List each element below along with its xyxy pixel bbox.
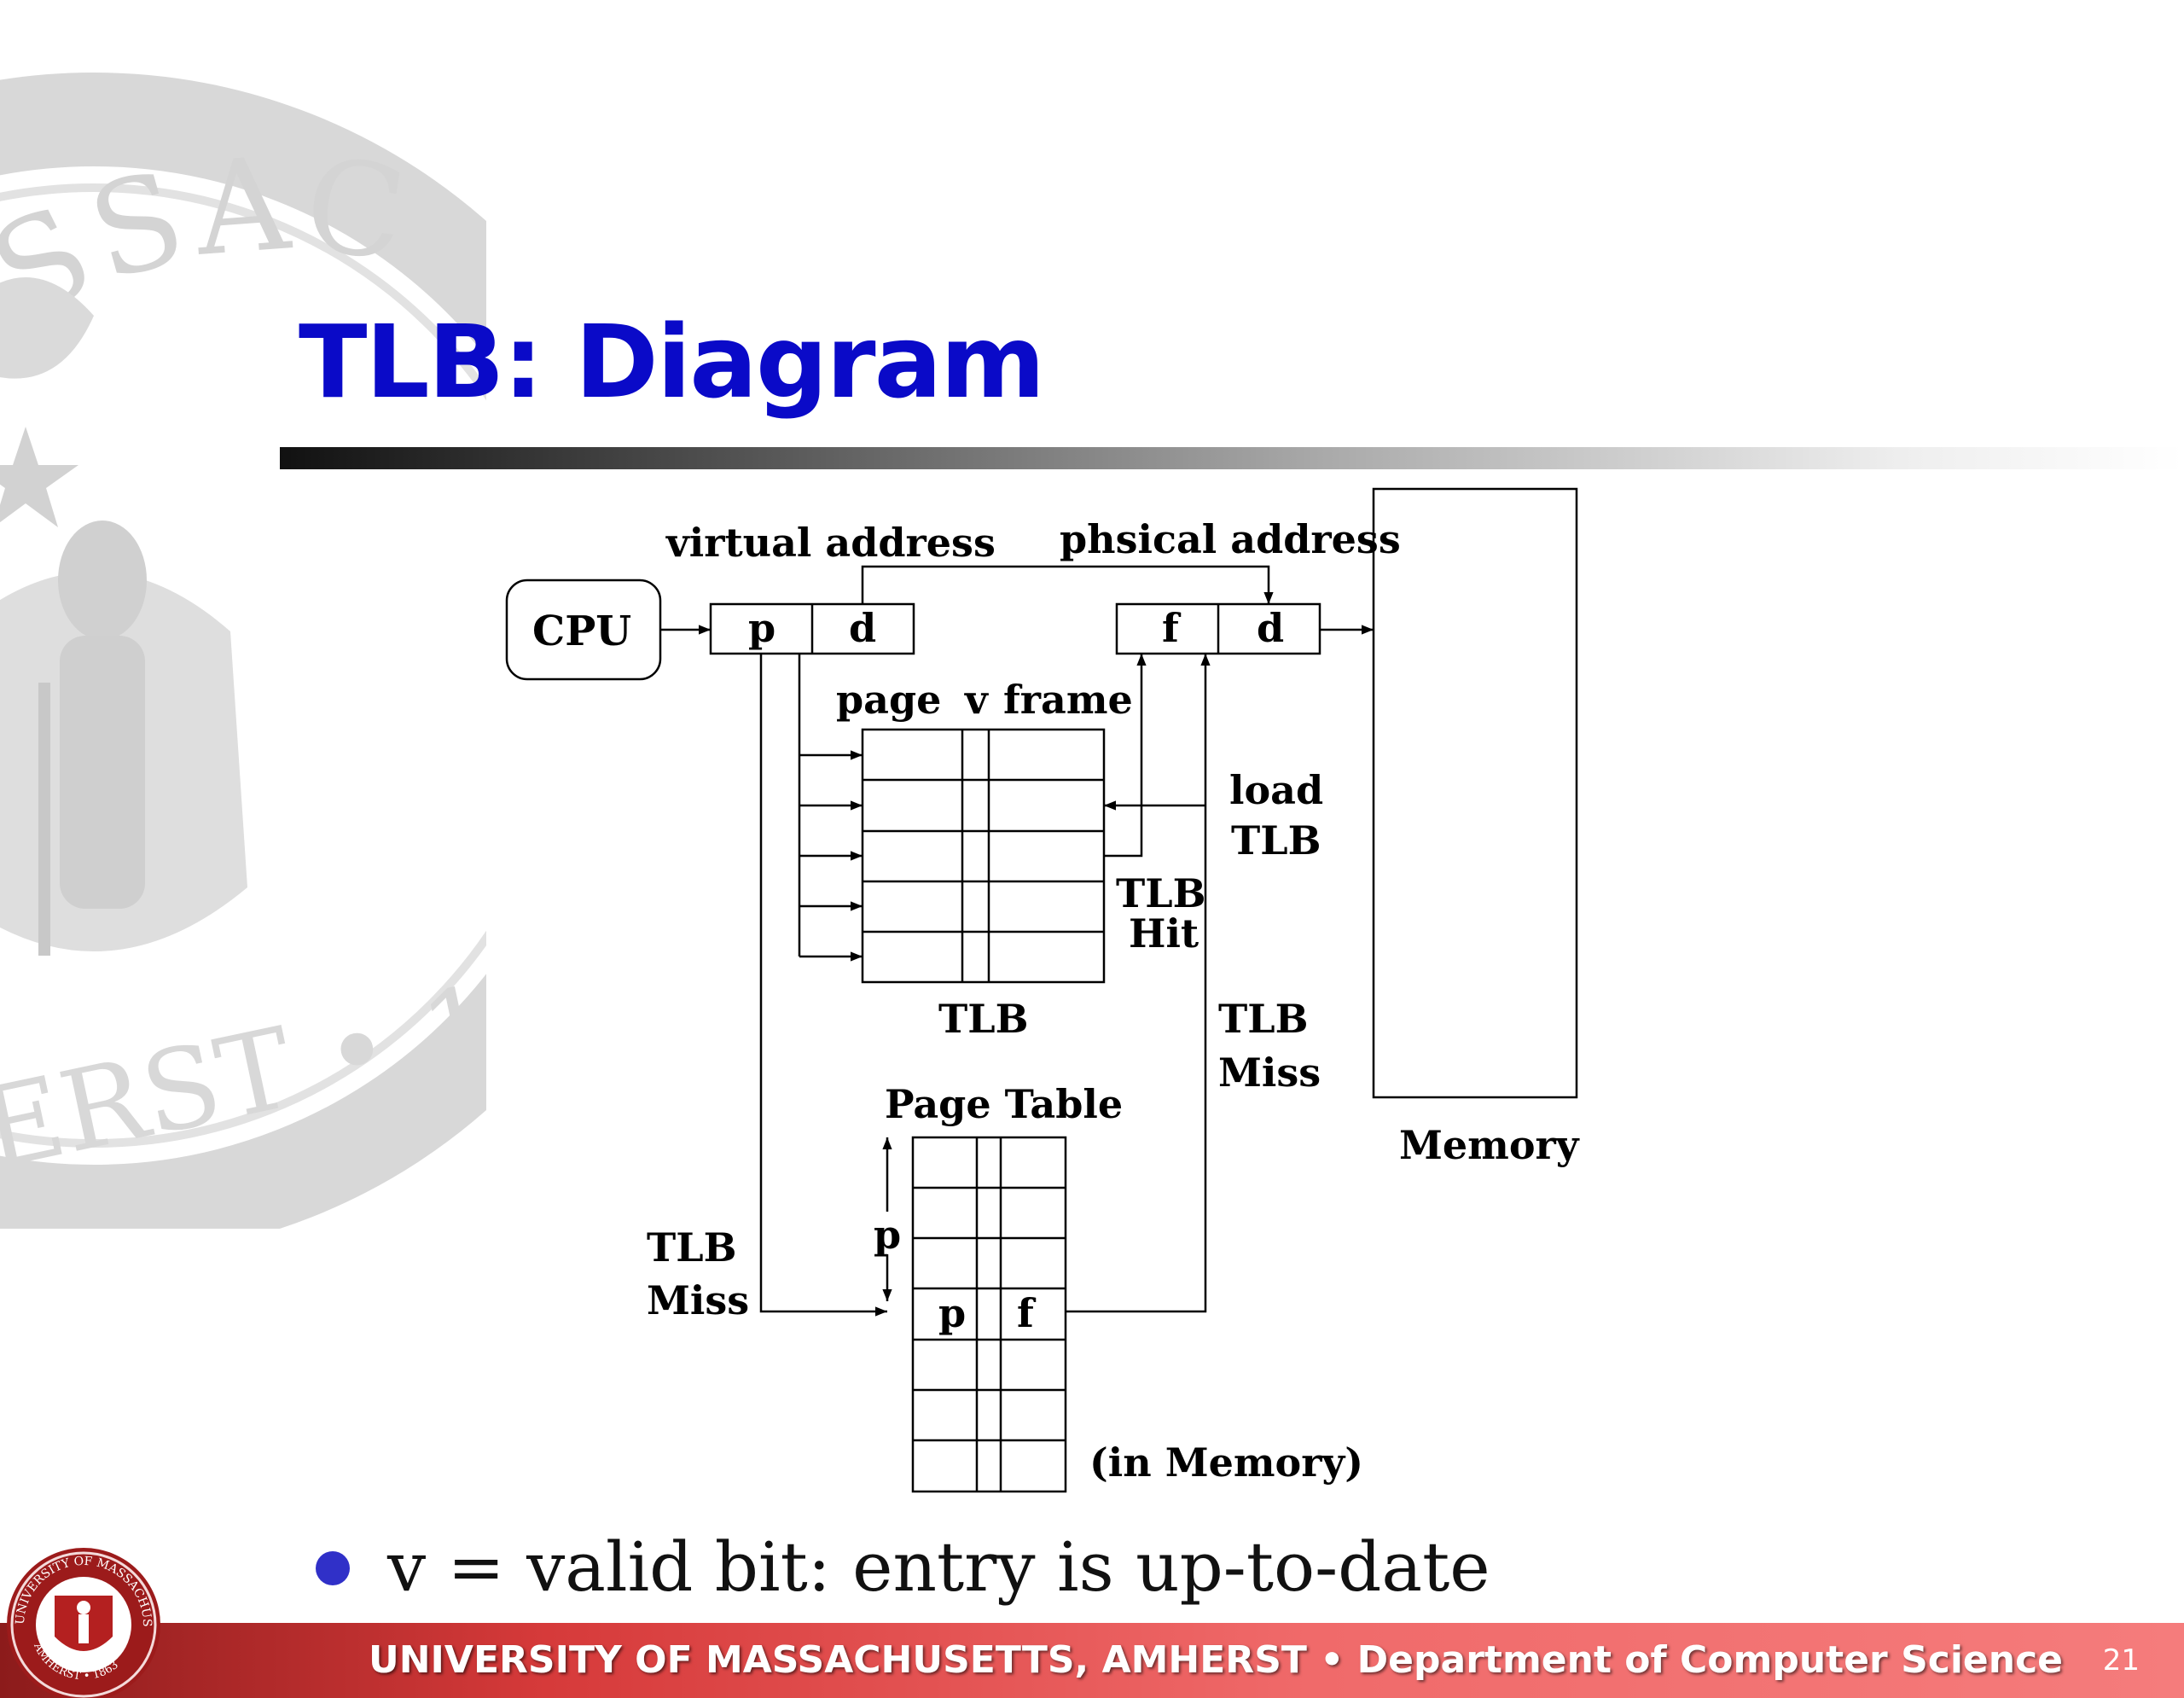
- virtual-address-label: virtual address: [665, 520, 996, 566]
- university-seal-watermark: F MASSAC ERST • 18: [0, 73, 486, 1229]
- tlb-miss-right-2: Miss: [1218, 1050, 1321, 1096]
- tlb-col-page: page: [836, 677, 941, 723]
- in-memory-label: (in Memory): [1089, 1439, 1363, 1486]
- load-tlb-label-2: TLB: [1231, 817, 1321, 864]
- tlb-label: TLB: [938, 996, 1028, 1042]
- pa-f-label: f: [1162, 605, 1182, 651]
- cpu-label: CPU: [532, 608, 631, 655]
- slide-title: TLB: Diagram: [299, 303, 1045, 421]
- page-table-label: Page Table: [885, 1081, 1123, 1127]
- bullet-dot-icon: [316, 1551, 350, 1585]
- memory-box: [1372, 487, 1578, 1099]
- tlb-hit-label-2: Hit: [1129, 910, 1199, 957]
- pa-d-label: d: [1257, 605, 1284, 651]
- page-table: [911, 1136, 1067, 1493]
- tlb-miss-left-1: TLB: [647, 1224, 736, 1271]
- va-d-label: d: [849, 605, 876, 651]
- tlb-col-v: v: [964, 677, 989, 723]
- tlb-hit-label-1: TLB: [1116, 870, 1205, 916]
- tlb-miss-right-1: TLB: [1218, 996, 1308, 1042]
- tlb-miss-left-2: Miss: [647, 1277, 749, 1323]
- page-table-p-label: p: [938, 1290, 966, 1336]
- tlb-table: [861, 728, 1106, 984]
- page-table-f-label: f: [1017, 1290, 1037, 1336]
- slide-number: 21: [2102, 1643, 2140, 1678]
- physical-address-label: phsical address: [1060, 516, 1401, 562]
- footer-bar: UNIVERSITY OF MASSACHUSETTS, AMHERST • D…: [0, 1623, 2184, 1698]
- bullet-text: v = valid bit: entry is up-to-date: [387, 1527, 1490, 1607]
- footer-text: UNIVERSITY OF MASSACHUSETTS, AMHERST • D…: [369, 1638, 2064, 1682]
- memory-label: Memory: [1399, 1122, 1580, 1168]
- load-tlb-label-1: load: [1229, 767, 1323, 813]
- university-seal-logo: UNIVERSITY OF MASSACHUSETTS AMHERST • 18…: [0, 1536, 160, 1698]
- title-underline-bar: [280, 447, 2184, 469]
- va-p-label: p: [748, 605, 775, 651]
- tlb-col-frame: frame: [1003, 677, 1133, 723]
- page-table-index-label: p: [874, 1212, 901, 1258]
